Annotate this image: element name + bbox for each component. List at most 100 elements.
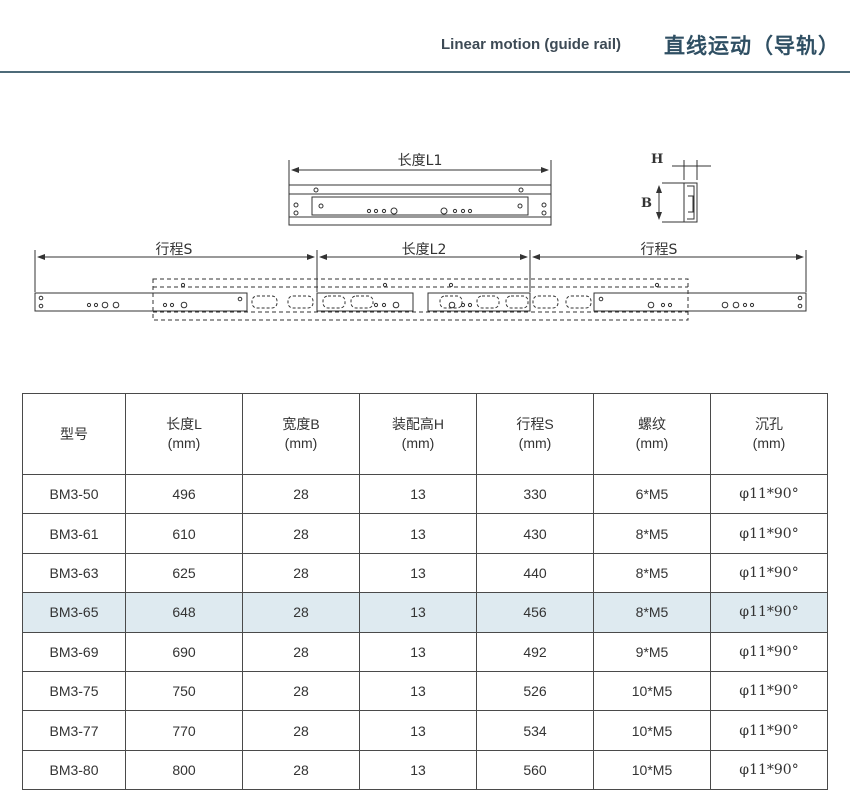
table-cell: 610 xyxy=(125,513,243,554)
table-cell: 13 xyxy=(359,670,477,712)
table-cell: 10*M5 xyxy=(593,749,711,791)
header-rule xyxy=(0,71,850,73)
column-header-label: 行程S xyxy=(516,416,554,432)
table-cell: 8*M5 xyxy=(593,513,711,554)
column-header-label: 长度L xyxy=(166,416,202,432)
table-cell: 330 xyxy=(476,473,594,515)
table-cell: 648 xyxy=(125,592,243,633)
guide-rail-technical-drawing: 长度L1 H B xyxy=(34,152,807,321)
table-cell: BM3-80 xyxy=(22,749,126,791)
table-cell: 28 xyxy=(242,749,360,791)
column-header: 螺纹 (mm) xyxy=(593,393,711,475)
specification-table: 型号 长度L (mm) 宽度B (mm) 装配高H (mm) 行程S (mm) 螺纹 (mm) 沉孔 (… xyxy=(22,393,828,791)
table-cell: 28 xyxy=(242,473,360,515)
table-cell: BM3-69 xyxy=(22,631,126,672)
header-english-title: Linear motion (guide rail) xyxy=(440,36,621,53)
column-header-unit: (mm) xyxy=(284,435,318,451)
table-header-row: 型号 长度L (mm) 宽度B (mm) 装配高H (mm) 行程S (mm) 螺纹 (mm) 沉孔 (… xyxy=(22,393,828,475)
table-cell: 770 xyxy=(125,710,243,751)
table-cell: 28 xyxy=(242,710,360,751)
rail-top-view xyxy=(288,160,552,226)
header-chinese-title: 直线运动（导轨） xyxy=(664,34,840,58)
label-h: H xyxy=(651,152,663,167)
table-cell: φ11*90° xyxy=(710,592,828,633)
column-header-unit: (mm) xyxy=(401,435,435,451)
column-header-unit: (mm) xyxy=(635,435,669,451)
table-cell: 10*M5 xyxy=(593,670,711,712)
table-cell: 456 xyxy=(476,592,594,633)
label-stroke-left: 行程S xyxy=(156,242,193,258)
column-header: 沉孔 (mm) xyxy=(710,393,828,475)
table-cell: φ11*90° xyxy=(710,631,828,672)
table-cell: 13 xyxy=(359,749,477,791)
table-cell: 750 xyxy=(125,670,243,712)
table-cell: 492 xyxy=(476,631,594,672)
table-cell: 13 xyxy=(359,513,477,554)
label-stroke-right: 行程S xyxy=(641,242,678,258)
table-cell: 440 xyxy=(476,552,594,594)
table-cell: 690 xyxy=(125,631,243,672)
column-header-unit: (mm) xyxy=(167,435,201,451)
label-b: B xyxy=(641,196,652,211)
table-cell: 8*M5 xyxy=(593,552,711,594)
table-cell: 13 xyxy=(359,631,477,672)
table-cell: 13 xyxy=(359,473,477,515)
column-header: 装配高H (mm) xyxy=(359,393,477,475)
table-cell: 800 xyxy=(125,749,243,791)
table-cell: BM3-75 xyxy=(22,670,126,712)
table-cell: 28 xyxy=(242,670,360,712)
label-length-l2: 长度L2 xyxy=(402,242,447,258)
column-header-label: 宽度B xyxy=(282,416,320,432)
table-cell: 10*M5 xyxy=(593,710,711,751)
column-header-label: 型号 xyxy=(60,425,88,442)
table-cell: BM3-77 xyxy=(22,710,126,751)
table-cell: φ11*90° xyxy=(710,670,828,712)
column-header-label: 螺纹 xyxy=(638,416,666,432)
table-cell: φ11*90° xyxy=(710,513,828,554)
table-cell: 28 xyxy=(242,592,360,633)
column-header: 型号 xyxy=(22,393,126,475)
column-header-unit: (mm) xyxy=(752,435,786,451)
table-cell: 9*M5 xyxy=(593,631,711,672)
table-cell: 28 xyxy=(242,631,360,672)
table-cell: BM3-61 xyxy=(22,513,126,554)
column-header: 行程S (mm) xyxy=(476,393,594,475)
label-length-l1: 长度L1 xyxy=(398,153,443,169)
table-cell: φ11*90° xyxy=(710,749,828,791)
table-cell: 13 xyxy=(359,552,477,594)
table-cell: 13 xyxy=(359,710,477,751)
table-cell: 496 xyxy=(125,473,243,515)
column-header: 长度L (mm) xyxy=(125,393,243,475)
column-header: 宽度B (mm) xyxy=(242,393,360,475)
table-cell: 28 xyxy=(242,552,360,594)
rail-end-view xyxy=(656,160,711,223)
table-cell: 534 xyxy=(476,710,594,751)
rail-extended-view xyxy=(34,250,807,321)
table-cell: 28 xyxy=(242,513,360,554)
table-cell: φ11*90° xyxy=(710,710,828,751)
table-cell: 430 xyxy=(476,513,594,554)
column-header-unit: (mm) xyxy=(518,435,552,451)
table-cell: 6*M5 xyxy=(593,473,711,515)
table-cell: 625 xyxy=(125,552,243,594)
column-header-label: 装配高H xyxy=(391,416,445,432)
table-cell: φ11*90° xyxy=(710,552,828,594)
table-cell: BM3-63 xyxy=(22,552,126,594)
table-cell: 8*M5 xyxy=(593,592,711,633)
table-cell: 13 xyxy=(359,592,477,633)
table-cell: 526 xyxy=(476,670,594,712)
table-cell: 560 xyxy=(476,749,594,791)
table-cell: BM3-65 xyxy=(22,592,126,633)
table-cell: φ11*90° xyxy=(710,473,828,515)
column-header-label: 沉孔 xyxy=(755,416,783,432)
table-cell: BM3-50 xyxy=(22,473,126,515)
